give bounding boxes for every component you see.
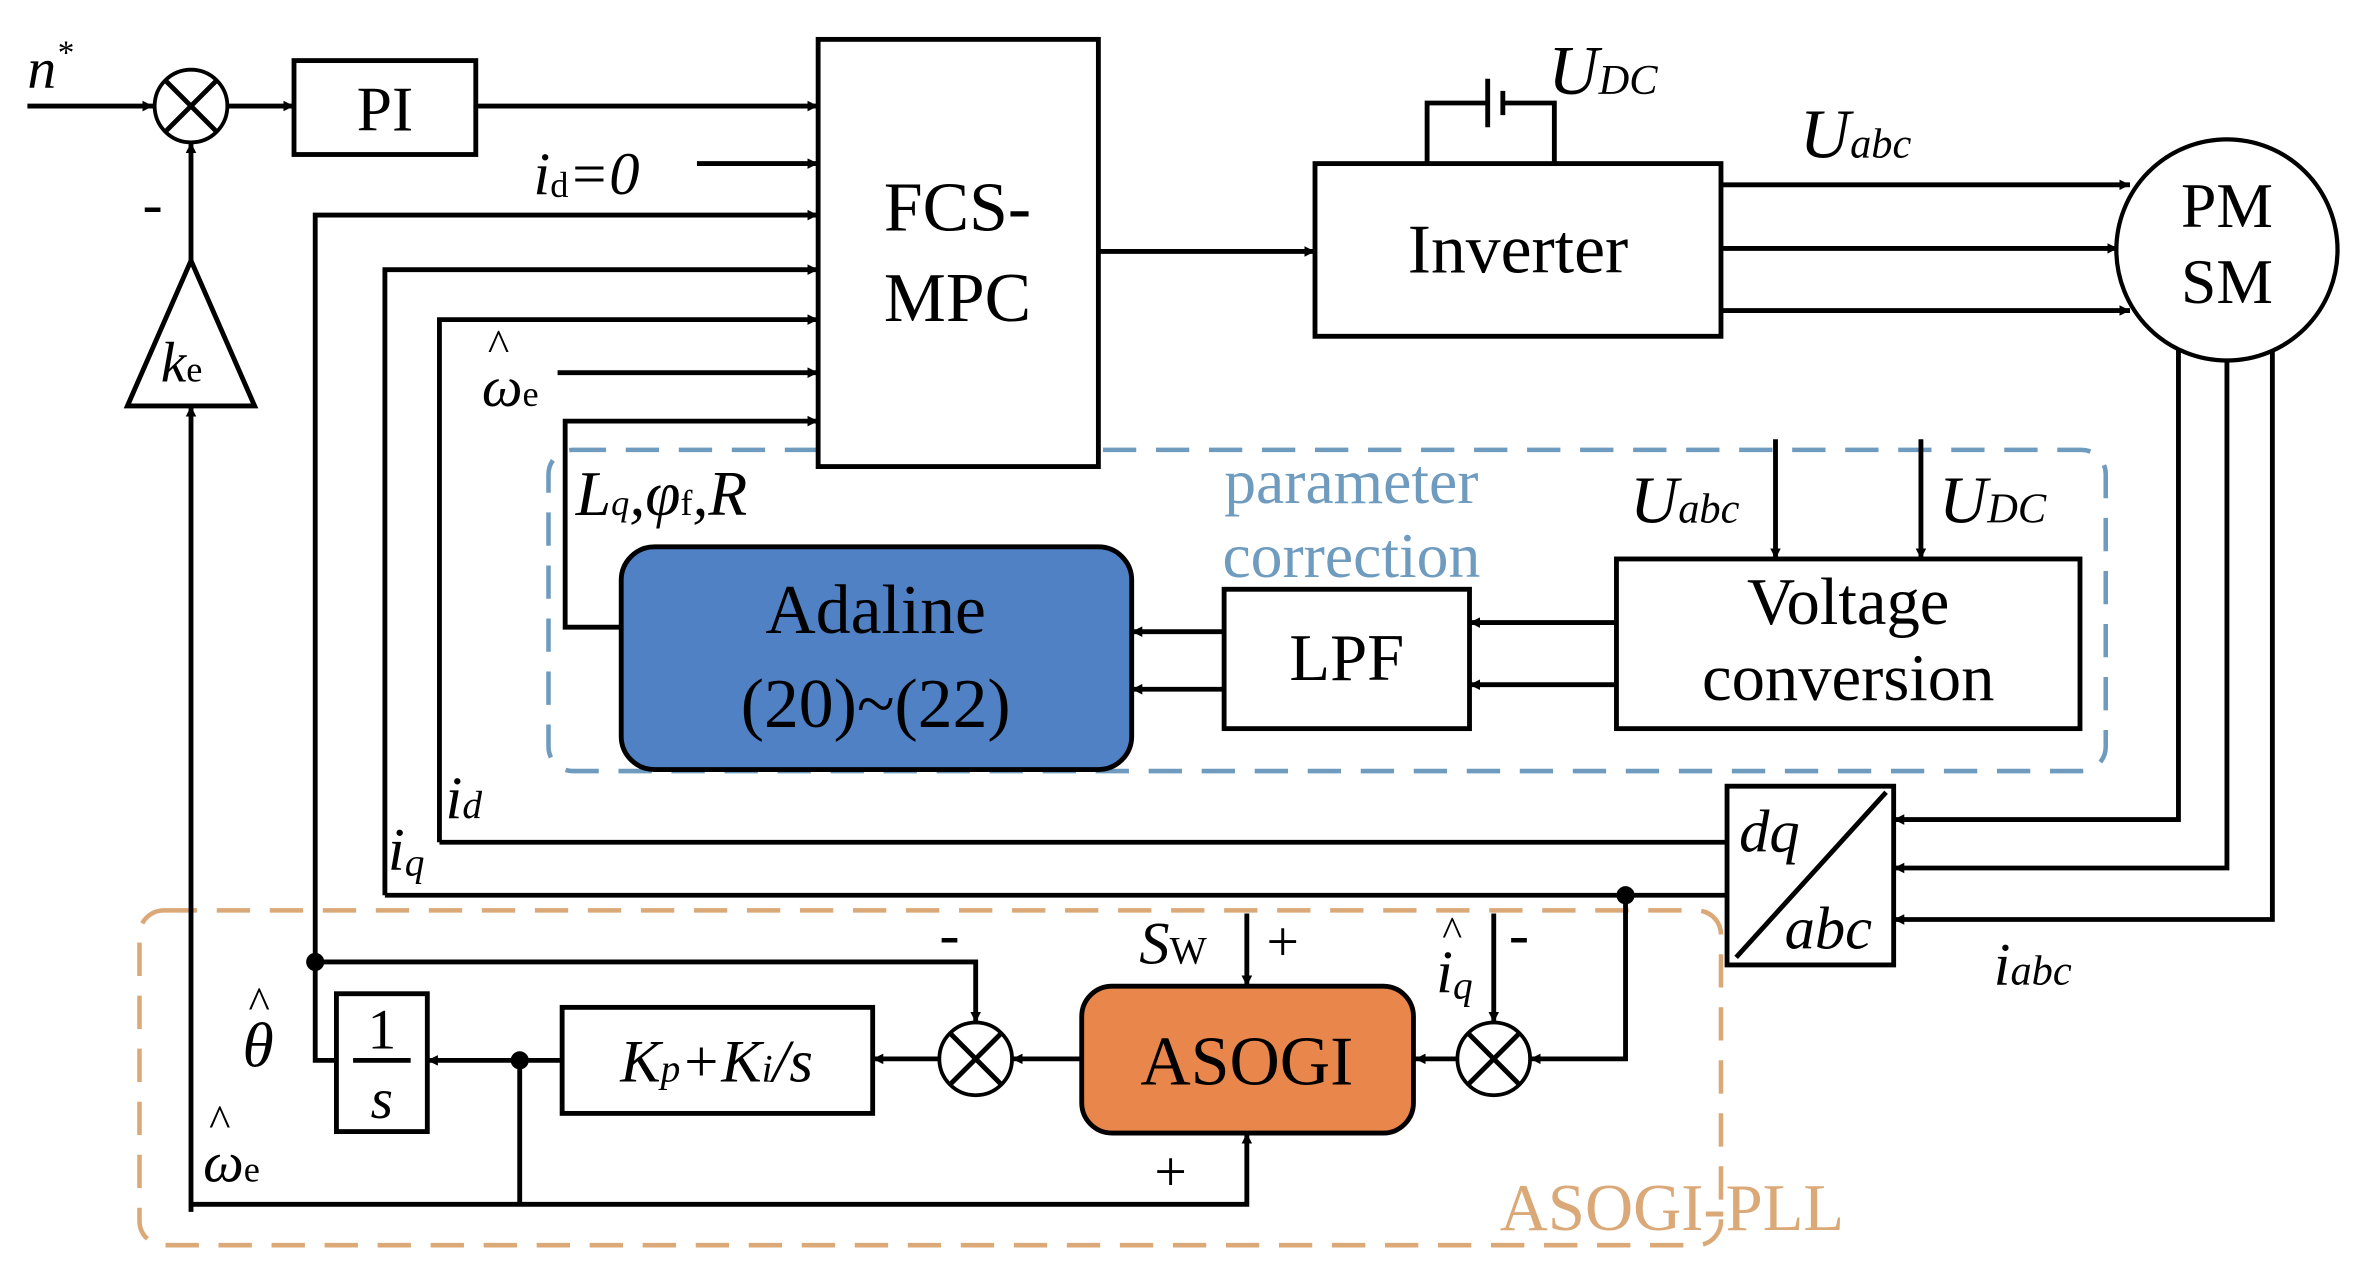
speed-minus-sign: - xyxy=(143,171,163,238)
pmsm-label-line2: SM xyxy=(2181,246,2273,317)
integrator-numerator: 1 xyxy=(367,998,396,1061)
iq-minus-sign: - xyxy=(1509,901,1529,968)
params-to-mpc-line xyxy=(562,415,819,630)
parameter-correction-label-line1: parameter xyxy=(1224,446,1478,517)
omega-e-label-mpc: ωe xyxy=(482,356,539,419)
omega-e-label-pll: ωe xyxy=(203,1132,260,1195)
pll-pi-label: Kp+Ki/s xyxy=(619,1029,813,1096)
speed-ref-label: n* xyxy=(27,35,73,101)
lpf-label: LPF xyxy=(1289,622,1404,695)
parameter-correction-region xyxy=(546,447,2109,774)
dc-source-symbol xyxy=(1424,78,1557,164)
fcs-mpc-block xyxy=(815,36,1101,469)
omega-to-asogi-line xyxy=(191,1133,1253,1207)
voltage-conversion-label-line1: Voltage xyxy=(1747,566,1949,639)
uabc-label-top: Uabc xyxy=(1800,97,1912,174)
iq-hat-mark: ^ xyxy=(1442,908,1462,955)
theta-label: θ xyxy=(243,1009,274,1080)
lpf-block xyxy=(1221,586,1472,732)
ke-label: ke xyxy=(161,332,203,395)
theta-hat-mark: ^ xyxy=(249,978,270,1028)
iq-summing-junction xyxy=(1455,1020,1533,1098)
asogi-label: ASOGI xyxy=(1140,1024,1353,1101)
voltage-conversion-label-line2: conversion xyxy=(1702,642,1994,715)
abc-label: abc xyxy=(1785,895,1873,962)
id-to-mpc-line xyxy=(437,314,819,843)
id-label: id xyxy=(445,765,482,832)
adaline-block xyxy=(618,544,1135,772)
integrator-denominator: s xyxy=(371,1068,393,1131)
pmsm-label-line1: PM xyxy=(2181,170,2273,241)
pi-label: PI xyxy=(357,73,414,144)
adaline-label-line1: Adaline xyxy=(765,572,986,649)
pll-summing-junction xyxy=(937,1020,1014,1098)
sw-label: SW xyxy=(1139,910,1207,977)
speed-summing-junction xyxy=(152,67,230,145)
dq-label: dq xyxy=(1739,798,1800,865)
voltage-conversion-block xyxy=(1614,556,2083,732)
params-label: Lq,φf,R xyxy=(575,458,748,529)
iabc-label: iabc xyxy=(1994,932,2072,999)
omega-e-hat-pll: ^ xyxy=(209,1096,230,1146)
theta-to-mpc-line xyxy=(312,209,819,962)
theta-feedback-line xyxy=(315,959,981,1023)
adaline-label-line2: (20)~(22) xyxy=(741,666,1011,743)
fcs-mpc-label-line2: MPC xyxy=(884,260,1031,337)
ke-gain-block xyxy=(123,254,259,409)
sw-plus-sign: + xyxy=(1267,910,1299,973)
omega-e-hat-mpc: ^ xyxy=(488,321,509,371)
id-ref-label: id=0 xyxy=(533,141,639,208)
uabc-label-voltage: Uabc xyxy=(1630,465,1740,538)
iq-hat-label: iq xyxy=(1436,939,1473,1007)
theta-minus-sign: - xyxy=(939,901,959,968)
udc-label-top: UDC xyxy=(1548,33,1658,110)
asogi-pll-region xyxy=(137,908,1724,1248)
fcs-mpc-label-line1: FCS- xyxy=(884,169,1031,246)
omega-plus-sign: + xyxy=(1154,1141,1186,1204)
iq-to-mpc-line xyxy=(382,264,819,896)
inverter-label: Inverter xyxy=(1408,212,1628,289)
asogi-pll-label: ASOGI-PLL xyxy=(1500,1172,1844,1245)
iq-label: iq xyxy=(388,817,425,885)
udc-label-voltage: UDC xyxy=(1939,465,2047,538)
parameter-correction-label-line2: correction xyxy=(1222,520,1480,591)
